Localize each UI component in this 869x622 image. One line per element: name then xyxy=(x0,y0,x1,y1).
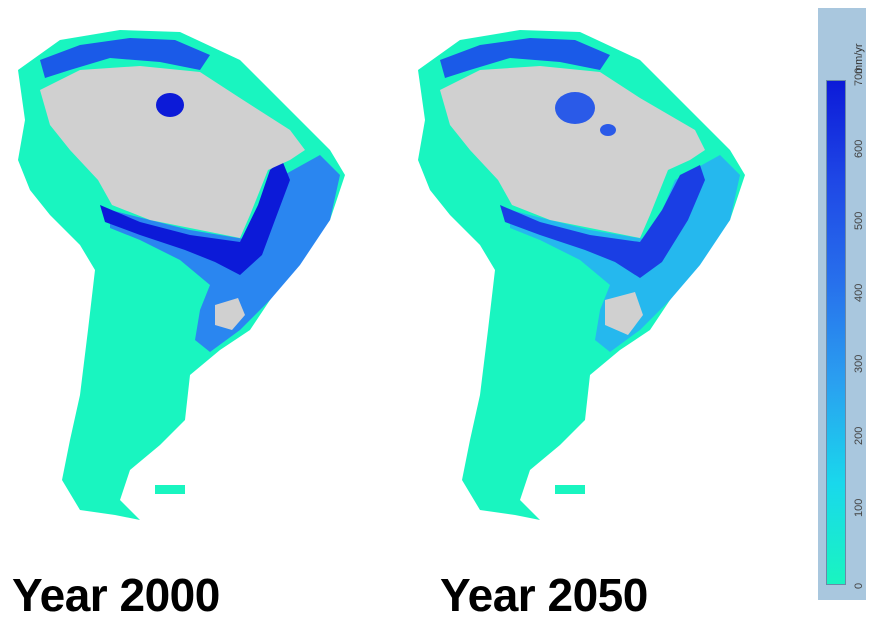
map-region-lake xyxy=(555,92,595,124)
legend-tick-700: 700 xyxy=(853,67,865,86)
legend-tick-600: 600 xyxy=(853,139,865,158)
south-america-shape xyxy=(418,30,745,520)
map-region-island xyxy=(555,485,585,494)
map-region-lake-east xyxy=(600,124,616,136)
legend-tick-200: 200 xyxy=(853,426,865,446)
map-year-2000 xyxy=(18,30,345,520)
south-america-shape xyxy=(18,30,345,520)
legend-tick-100: 100 xyxy=(853,498,865,518)
map-region-island xyxy=(155,485,185,494)
map-region-amazon-gray xyxy=(40,66,305,238)
legend-tick-400: 400 xyxy=(853,283,865,302)
map-region-high xyxy=(500,165,705,278)
map-region-southeast-gray xyxy=(215,298,245,330)
legend-tick-0: 0 xyxy=(853,582,865,589)
map-year-2050 xyxy=(418,30,745,520)
map-region-high xyxy=(100,160,290,275)
legend-tick-500: 500 xyxy=(853,211,865,230)
map-region-north-coast xyxy=(40,38,210,78)
map-region-lake xyxy=(156,93,184,117)
map-region-north-coast xyxy=(440,38,610,78)
caption-year-2000: Year 2000 xyxy=(12,569,220,621)
legend-color-bar xyxy=(826,80,846,585)
map-region-amazon-gray xyxy=(440,66,705,238)
legend-tick-300: 300 xyxy=(853,355,865,374)
map-region-southeast-gray xyxy=(605,292,643,335)
caption-year-2050: Year 2050 xyxy=(440,569,648,621)
